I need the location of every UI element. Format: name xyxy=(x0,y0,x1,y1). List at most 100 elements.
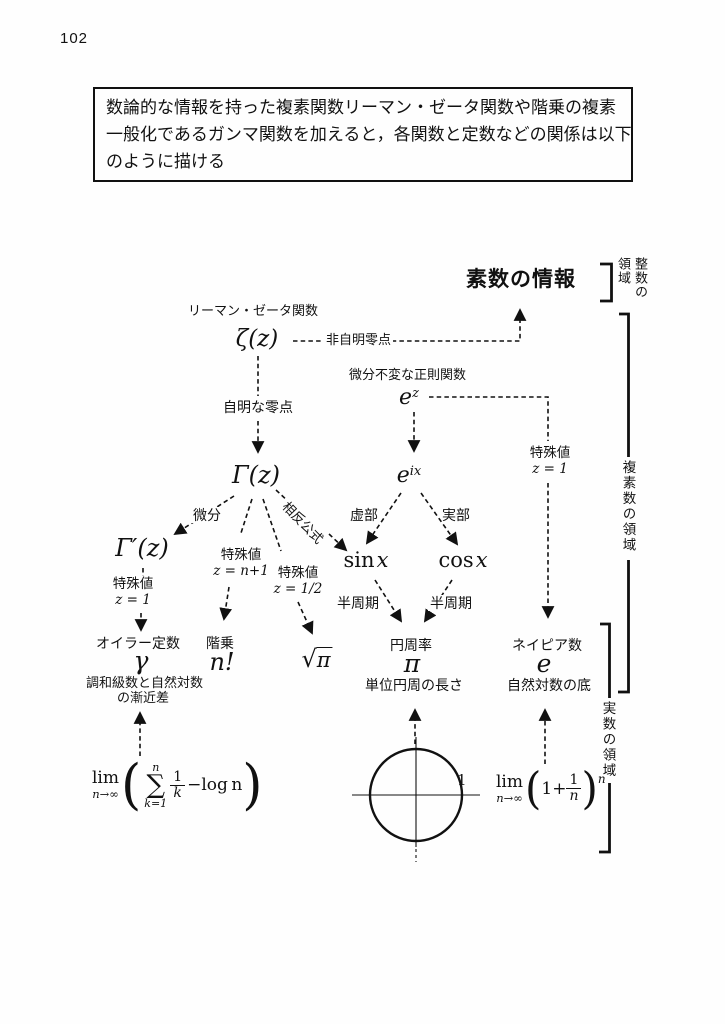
special-value-half-value: z = 1/2 xyxy=(273,581,323,597)
bracket-complex-top xyxy=(619,312,630,457)
frac-1-over-k: 1 k xyxy=(170,768,185,802)
intro-text-box: 数論的な情報を持った複素関数リーマン・ゼータ関数や階乗の複素 一般化であるガンマ… xyxy=(93,87,633,182)
napier-desc: 自然対数の底 xyxy=(507,677,591,693)
euler-limit-formula: lim n→∞ ( n ∑ k=1 1 k −log n ) xyxy=(92,753,263,817)
nontrivial-zeros-label: 非自明零点 xyxy=(324,332,394,348)
lim-right-block: lim n→∞ xyxy=(496,771,523,805)
exp-label: 微分不変な正則関数 xyxy=(349,367,467,382)
trivial-zeros-label: 自明な零点 xyxy=(221,399,295,416)
derivative-label: 微分 xyxy=(191,507,223,524)
eix-symbol: eix xyxy=(397,463,422,488)
exp-symbol: ez xyxy=(399,385,419,410)
special-value-half: 特殊値 z = 1/2 xyxy=(271,565,325,597)
euler-constant-label: オイラー定数 xyxy=(96,635,180,651)
imaginary-part-label: 虚部 xyxy=(350,507,378,523)
arrow-gamma-to-sqrtpi-b xyxy=(297,601,314,635)
cos-arg: x xyxy=(475,548,488,572)
special-value-n1-value: z = n+1 xyxy=(213,563,269,579)
bracket-real-bottom xyxy=(599,783,611,854)
special-value-left: 特殊値 z = 1 xyxy=(110,576,156,608)
special-value-n1: 特殊値 z = n+1 xyxy=(211,547,271,579)
cos-fn: cos xyxy=(438,548,474,572)
factorial-symbol: n! xyxy=(209,648,235,676)
sin-fn: sin xyxy=(343,548,375,572)
special-value-n1-title: 特殊値 xyxy=(220,547,262,562)
bracket-complex-bottom xyxy=(618,560,630,694)
arrow-ez-right-a xyxy=(429,396,549,441)
special-value-right: 特殊値 z = 1 xyxy=(527,445,573,477)
special-value-left-title: 特殊値 xyxy=(112,576,154,591)
page-number: 102 xyxy=(60,30,89,47)
eix-sup: ix xyxy=(409,464,422,479)
cos-symbol: cos x xyxy=(438,548,487,572)
log-arg: n xyxy=(231,775,243,796)
arrow-eix-to-sin xyxy=(365,492,402,545)
exponent-n: n xyxy=(597,772,606,786)
sigma-lower: k=1 xyxy=(144,796,168,810)
log-word: log xyxy=(201,775,228,796)
region-integer-col1: 整数の xyxy=(632,257,648,299)
lim-left-open-paren: ( xyxy=(121,753,142,817)
minus-log-n: −log n xyxy=(187,775,242,795)
zeta-label: リーマン・ゼータ関数 xyxy=(188,303,319,318)
intro-line-2: 一般化であるガンマ関数を加えると，各関数と定数などの関係は以下 xyxy=(106,125,632,144)
arrow-sin-to-pi xyxy=(374,579,403,623)
sqrt-arg: π xyxy=(316,647,333,672)
sin-symbol: sin x xyxy=(344,548,389,572)
unit-one-label: 1 xyxy=(457,771,467,789)
frac-den: k xyxy=(170,784,185,801)
lim-left-sub: n→∞ xyxy=(92,787,119,802)
lim-left-word: lim xyxy=(92,768,119,789)
arrow-gamma-to-factorial-a xyxy=(240,498,253,534)
special-value-right-value: z = 1 xyxy=(532,461,568,477)
lim-left-close-paren: ) xyxy=(242,753,263,817)
pi-symbol: π xyxy=(403,649,421,678)
special-value-half-title: 特殊値 xyxy=(277,565,319,580)
sigma-symbol: ∑ xyxy=(146,770,166,801)
euler-constant-symbol: γ xyxy=(133,646,149,675)
special-value-right-title: 特殊値 xyxy=(529,445,571,460)
napier-label: ネイピア数 xyxy=(512,637,582,653)
half-period-right-label: 半周期 xyxy=(428,595,474,612)
intro-line-1: 数論的な情報を持った複素関数リーマン・ゼータ関数や階乗の複素 xyxy=(106,98,616,117)
lim-right-sub: n→∞ xyxy=(496,790,523,805)
half-period-left-label: 半周期 xyxy=(337,595,379,611)
frac-num: 1 xyxy=(173,768,183,785)
sqrt-radical: √ xyxy=(301,645,317,673)
region-real: 実数の領域 xyxy=(600,701,616,779)
arrow-gamma-to-sqrtpi-a xyxy=(262,498,282,552)
euler-desc-line2: の漸近差 xyxy=(117,690,170,705)
lim-right-open-paren: ( xyxy=(525,762,542,815)
prime-info-heading: 素数の情報 xyxy=(466,268,576,291)
sigma-block: n ∑ k=1 xyxy=(144,762,167,809)
sin-arg: x xyxy=(376,548,389,572)
minus-sign: − xyxy=(187,775,202,796)
gamma-function-symbol: Γ(z) xyxy=(231,461,281,489)
region-complex: 複素数の領域 xyxy=(620,460,636,553)
exp-sup: z xyxy=(412,386,419,401)
factorial-label: 階乗 xyxy=(206,635,234,651)
special-value-left-value: z = 1 xyxy=(115,592,151,608)
bracket-integer xyxy=(600,262,613,303)
arrow-nontrivial-to-primeinfo xyxy=(384,308,527,342)
arrow-reflection-b xyxy=(328,533,348,552)
arrow-gamma-to-factorial-b xyxy=(219,586,233,621)
lim-left-block: lim n→∞ xyxy=(92,770,119,801)
lim-right-close-paren: ) xyxy=(581,762,598,815)
lim-right-word: lim xyxy=(496,771,523,792)
napier-limit-formula: lim n→∞ ( 1+ 1 n ) n xyxy=(496,762,606,815)
sqrt-pi-symbol: √π xyxy=(301,645,333,674)
one-plus: 1+ xyxy=(541,778,567,799)
napier-symbol: e xyxy=(536,649,552,678)
euler-desc-line1: 調和級数と自然対数 xyxy=(86,675,204,690)
arrow-eix-to-cos xyxy=(420,492,459,546)
pi-label: 円周率 xyxy=(390,637,432,653)
zeta-symbol: ζ(z) xyxy=(235,326,279,352)
pi-desc: 単位円周の長さ xyxy=(365,677,463,693)
real-part-label: 実部 xyxy=(442,507,470,523)
sigma-upper: n xyxy=(152,761,160,775)
gamma-prime-symbol: Γ′(z) xyxy=(115,534,169,562)
region-integer-col2: 領域 xyxy=(615,257,631,285)
frac-1-over-n: 1 n xyxy=(566,772,582,805)
